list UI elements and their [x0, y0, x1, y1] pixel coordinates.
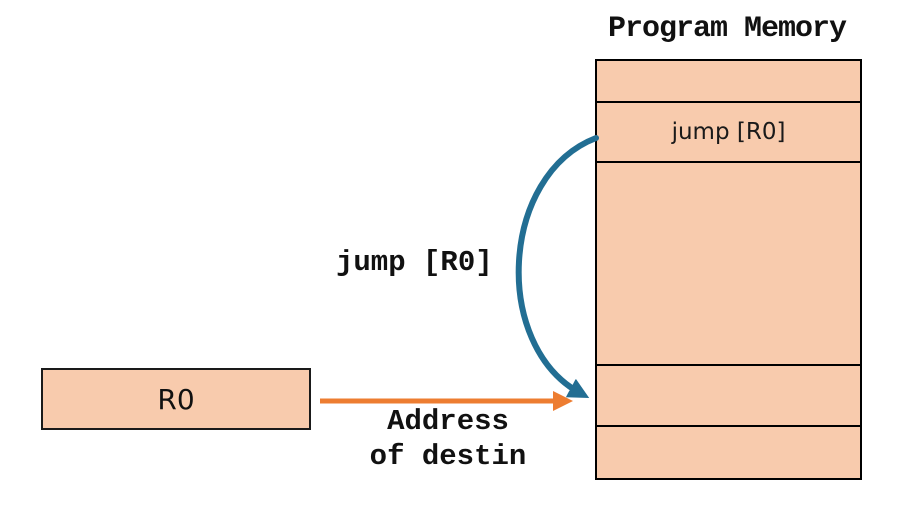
- memory-cell-jump-instruction: jump [R0]: [597, 103, 860, 163]
- jump-instruction-label: jump [R0]: [336, 246, 493, 279]
- address-of-destination-label: Address of destin: [320, 404, 576, 474]
- memory-cell-jump-destination: [597, 366, 860, 427]
- jump-arrow: [515, 135, 599, 399]
- memory-cell: [597, 427, 860, 478]
- memory-cell: [597, 163, 860, 366]
- register-r0-box: R0: [41, 368, 311, 430]
- memory-cell: [597, 61, 860, 103]
- address-label-line2: of destin: [369, 440, 527, 473]
- program-memory-title: Program Memory: [607, 12, 847, 46]
- address-label-line1: Address: [387, 405, 509, 438]
- program-memory-box: jump [R0]: [595, 59, 862, 480]
